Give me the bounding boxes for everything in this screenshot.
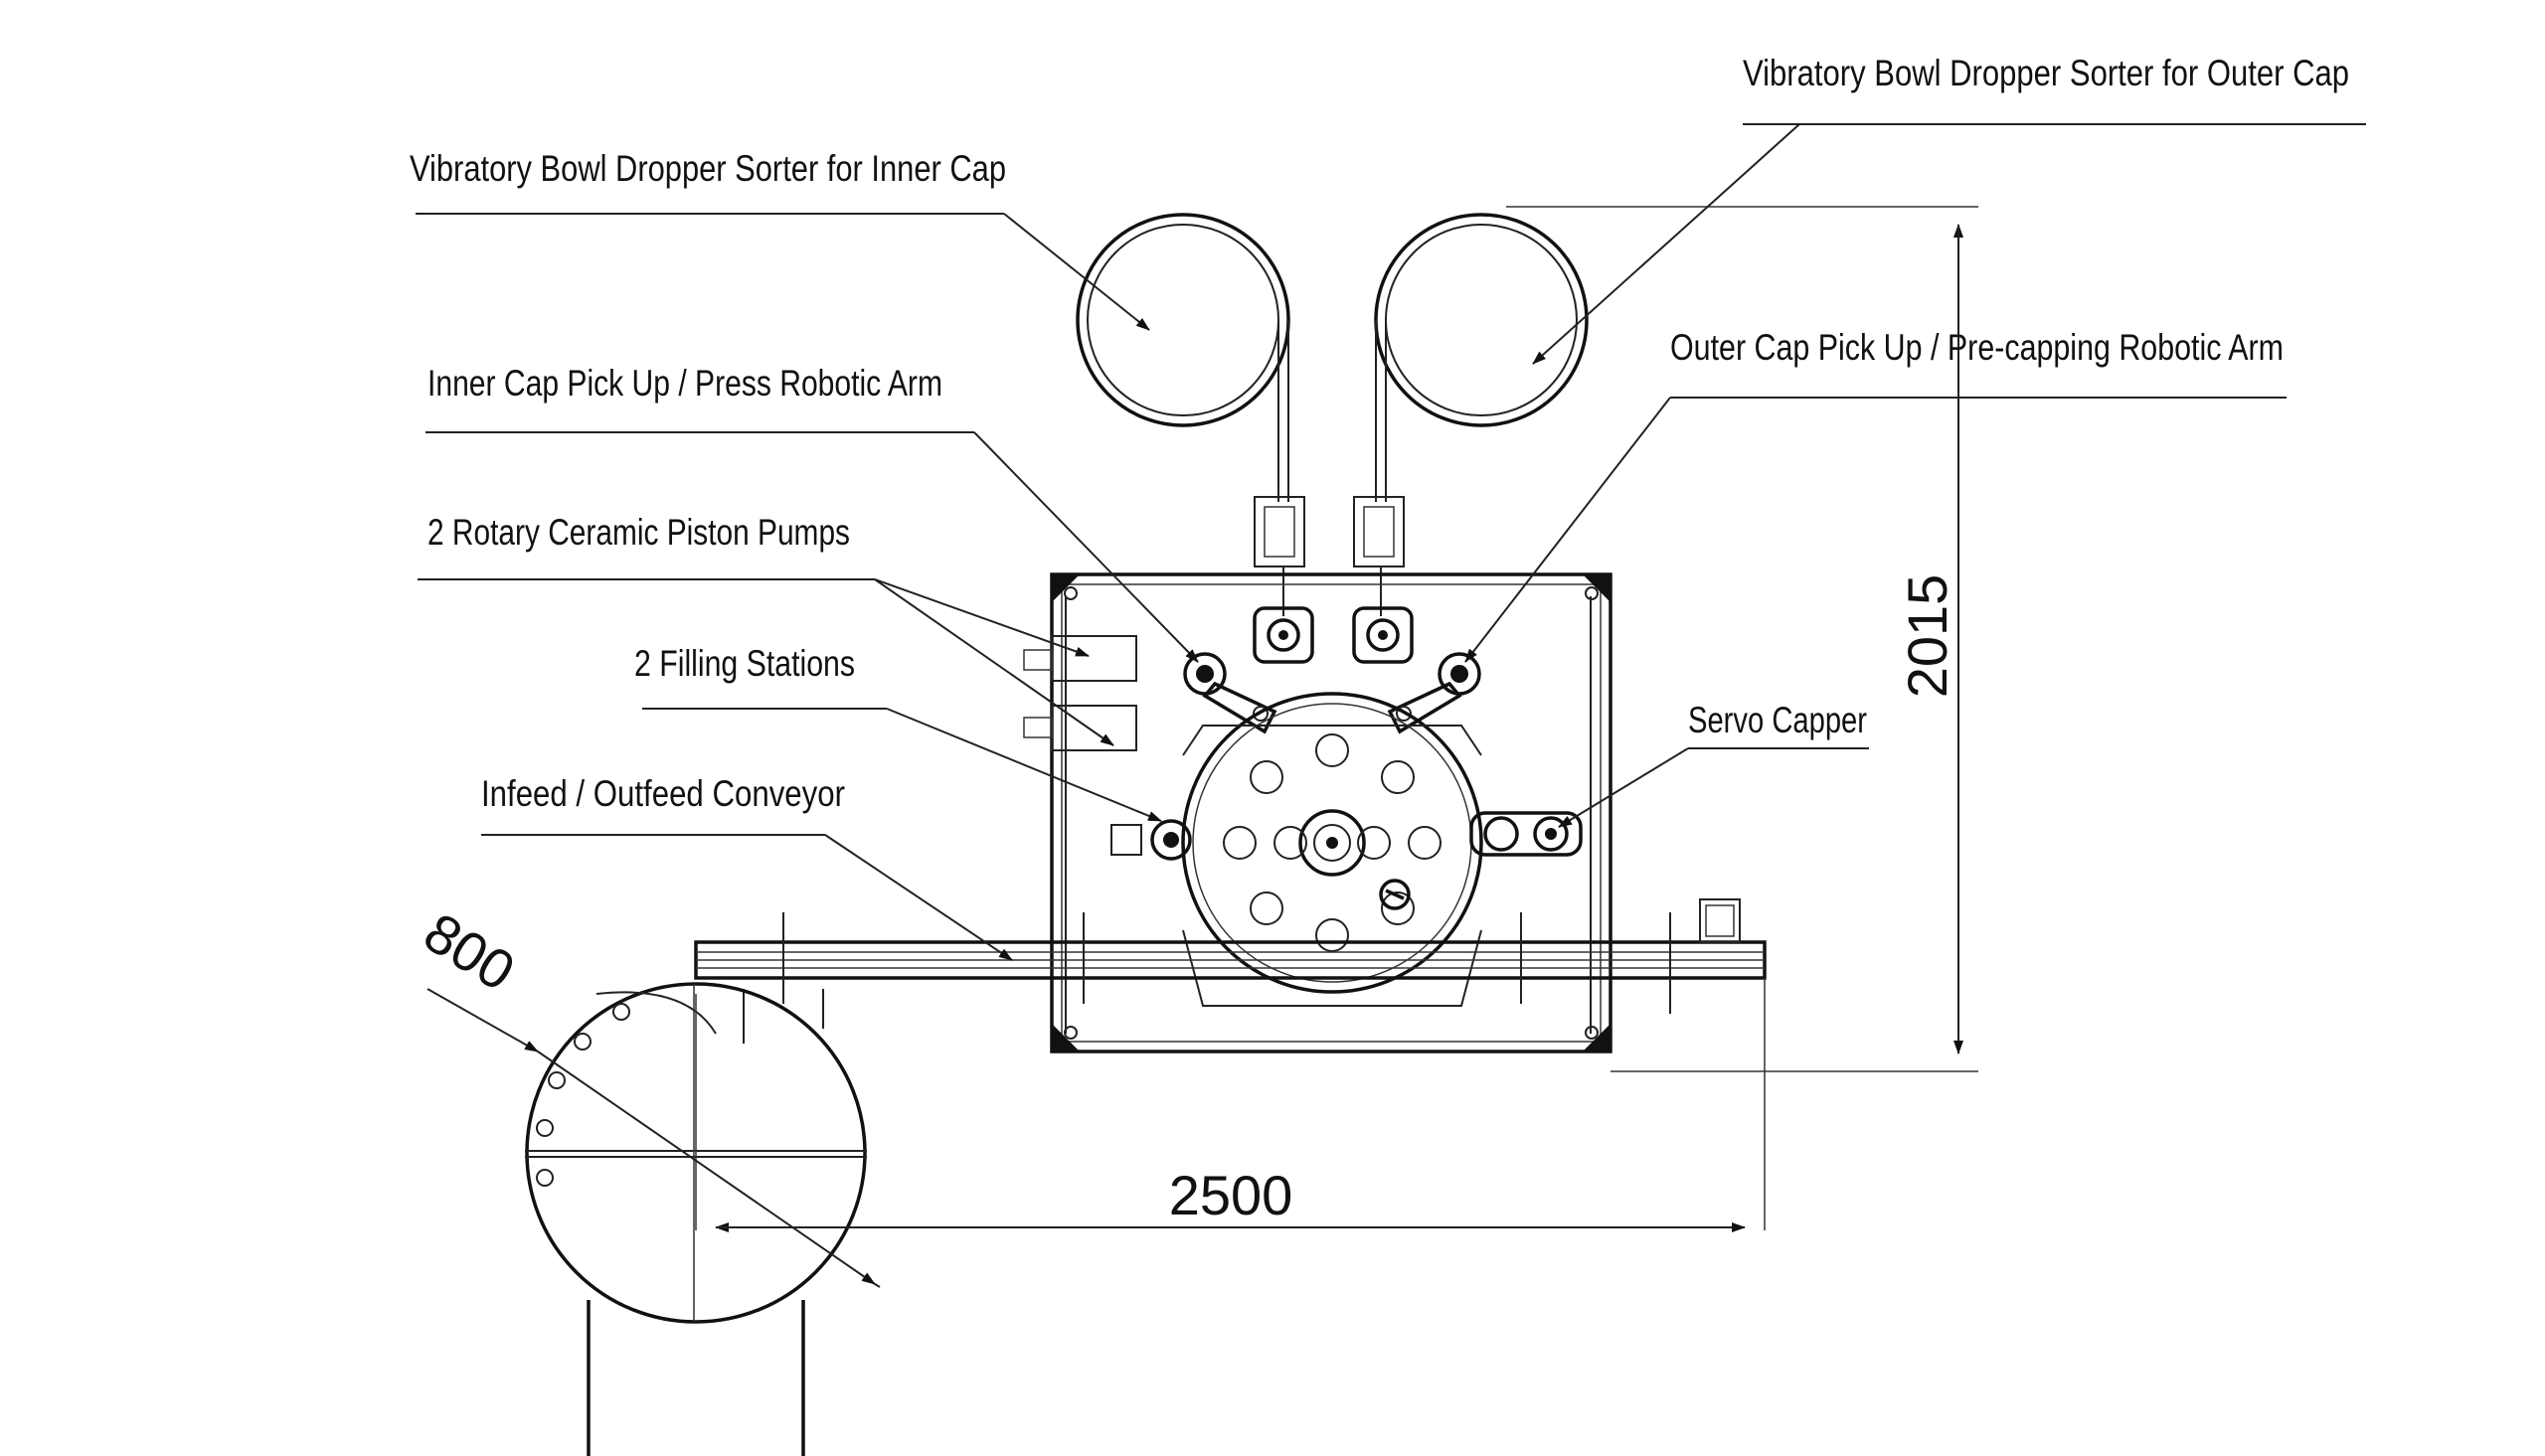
height-dimension-value: 2015 [1896, 574, 1958, 699]
height-dimension-line [1506, 206, 1978, 1072]
servo-capper-head [1469, 811, 1583, 857]
filling-station-head [1110, 819, 1192, 861]
servo-capper-label: Servo Capper [1688, 700, 1867, 740]
machine-frame [1050, 572, 1612, 1053]
inner-cap-arm-label: Inner Cap Pick Up / Press Robotic Arm [427, 363, 942, 404]
length-dimension-line [695, 978, 1766, 1232]
diameter-dimension-line [426, 988, 881, 1288]
leader-lines [416, 123, 2366, 961]
outer-cap-robotic-arm [1387, 652, 1481, 734]
filling-stations-label: 2 Filling Stations [634, 643, 855, 684]
piston-pumps [1023, 635, 1137, 751]
conveyor-label: Infeed / Outfeed Conveyor [481, 773, 845, 814]
inner-cap-vibratory-bowl [1076, 213, 1290, 502]
length-dimension-value: 2500 [1169, 1164, 1293, 1226]
piston-pumps-label: 2 Rotary Ceramic Piston Pumps [427, 512, 850, 553]
diameter-dimension-value: 800 [414, 900, 526, 1003]
outer-cap-arm-label: Outer Cap Pick Up / Pre-capping Robotic … [1670, 327, 2284, 368]
cap-escapements [1253, 606, 1414, 664]
rotary-star-wheel [1181, 692, 1483, 1007]
outer-cap-vibratory-bowl [1374, 213, 1589, 502]
cap-chutes [1254, 496, 1405, 616]
inner-cap-bowl-label: Vibratory Bowl Dropper Sorter for Inner … [410, 148, 1006, 189]
outer-cap-bowl-label: Vibratory Bowl Dropper Sorter for Outer … [1743, 53, 2349, 93]
inner-cap-robotic-arm [1183, 652, 1277, 734]
conveyor [694, 898, 1767, 1044]
